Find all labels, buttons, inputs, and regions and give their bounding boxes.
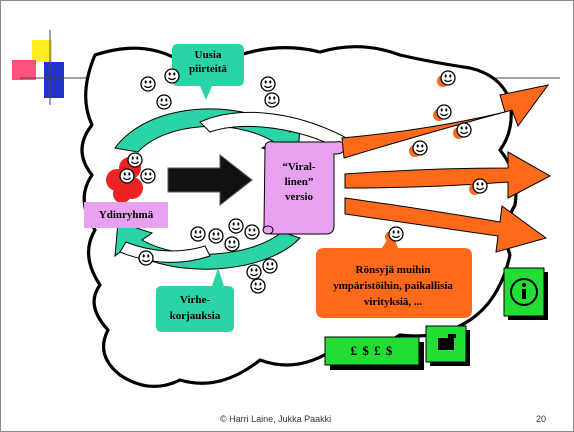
core-to-version-arrow: [167, 153, 253, 207]
bubble-forks-shape: [316, 232, 472, 318]
money-symbols: £ $ £ $: [350, 343, 394, 358]
money-note-icon: [324, 336, 424, 370]
official-version-label: “Viral-linen” versio: [282, 161, 316, 203]
bubble-bug-fixes-shape: [156, 268, 234, 332]
fork-arrows: [341, 84, 552, 253]
page-number: 20: [536, 414, 547, 424]
core-group-label: Ydinryhmä: [98, 209, 154, 221]
bubble-new-features-text: Uusia piirteitä: [189, 49, 227, 75]
bubble-bug-fixes-text: Virhe-korjauksia: [169, 294, 221, 322]
info-icon: [503, 267, 548, 320]
copyright-footer: © Harri Laine, Jukka Paakki: [220, 414, 332, 424]
bubble-new-features-shape: [172, 44, 244, 100]
bubble-forks-text: Rönsyjä muihin ympäristöihin, paikallisi…: [333, 264, 453, 308]
official-version-scroll: [262, 141, 345, 235]
core-group-label-bg: [84, 202, 168, 228]
cash-register-icon: [425, 325, 470, 366]
